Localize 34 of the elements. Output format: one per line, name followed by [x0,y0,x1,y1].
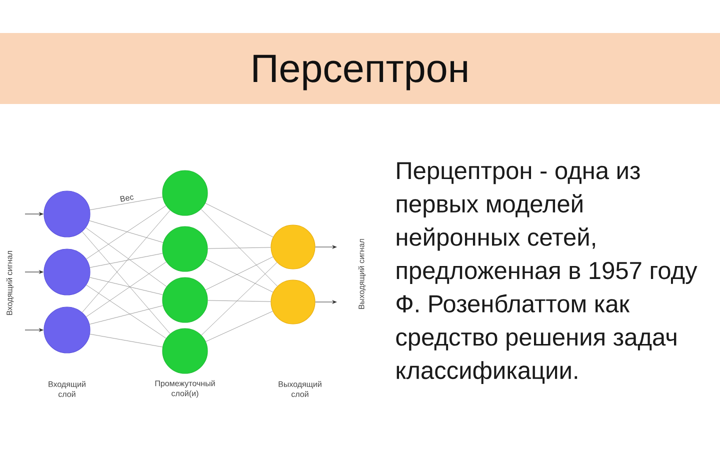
neuron-circle [162,328,208,374]
connection-line [86,284,166,339]
connection-line [208,300,271,302]
title-banner: Персептрон [0,33,720,104]
neuron-circle [162,277,208,323]
connection-line [201,262,278,336]
neuron-circle [44,190,90,238]
edge-label: Вес [118,193,135,203]
connection-line [208,247,271,249]
connection-line [89,305,164,324]
connection-line [90,334,163,348]
connection-line [90,196,163,210]
neuron-circle [162,226,208,272]
connection-line [86,262,166,318]
signal-label: Выходящий сигнал [358,239,366,309]
layer-label: Выходящий слой [278,381,322,398]
connection-line [205,202,274,238]
connection-line [86,205,166,260]
connection-line [200,208,278,286]
neuron-circle [162,170,208,216]
neuron-circle [44,248,90,296]
connection-line [89,277,164,295]
connection-line [206,310,273,342]
neuron-circle [44,306,90,354]
connection-line [86,228,167,287]
neuron-circle [270,224,316,270]
connection-line [89,220,164,243]
neuron-circle [270,280,316,324]
connection-line [82,210,170,313]
connection-line [90,253,163,268]
signal-label: Входящий сигнал [6,251,14,315]
layer-label: Входящий слой [48,381,86,398]
description-text: Перцептрон - одна из первых моделей нейронных сетей, предложенная в 1957 году Ф. Розенблаттом как средство решения задач классификации. [396,162,698,384]
connection-line [82,231,170,334]
